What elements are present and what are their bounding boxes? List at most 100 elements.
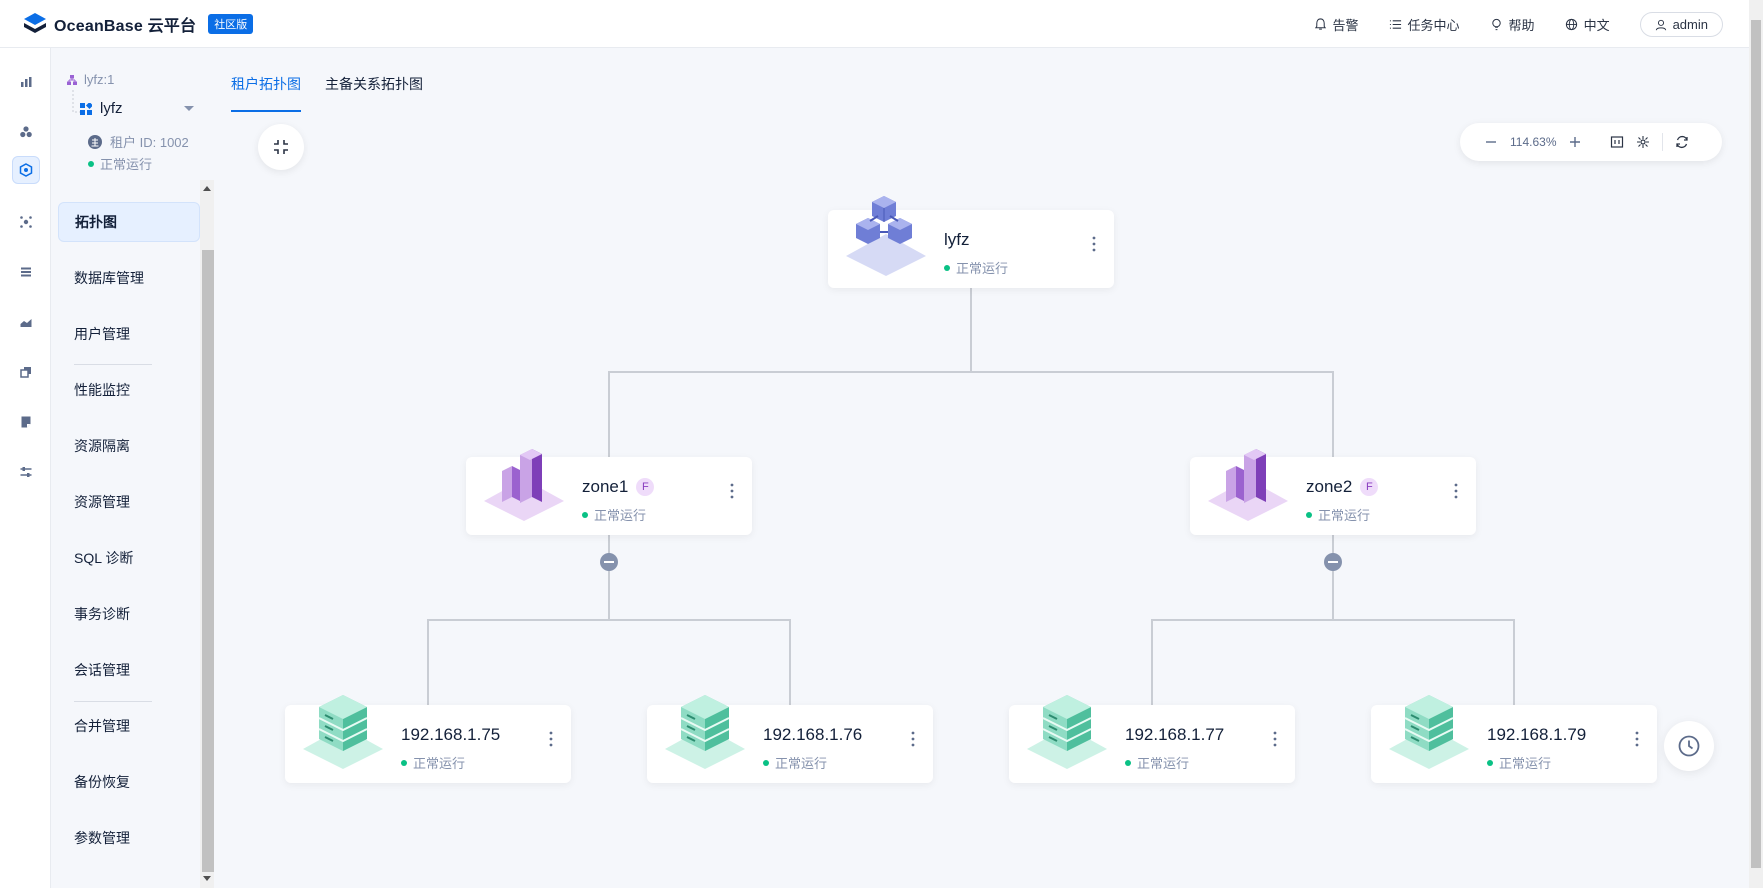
server-stack-icon [665, 695, 745, 769]
help-link[interactable]: 帮助 [1490, 15, 1535, 34]
sidebar-scroll-thumb[interactable] [202, 250, 214, 872]
clock-icon [1678, 735, 1700, 757]
more-vertical-icon[interactable] [1273, 731, 1277, 747]
tab-standby-topology[interactable]: 主备关系拓扑图 [325, 76, 423, 92]
menu-item-sessions[interactable]: 会话管理 [74, 662, 130, 678]
edge [970, 288, 972, 372]
toolbar-divider [1662, 133, 1664, 151]
user-menu[interactable]: admin [1639, 12, 1723, 37]
more-vertical-icon[interactable] [730, 483, 734, 499]
zoom-in-icon[interactable] [1568, 135, 1582, 149]
more-vertical-icon[interactable] [1454, 483, 1458, 499]
chevron-down-icon [184, 106, 194, 111]
tenant-cubes-icon [846, 196, 926, 276]
edge [789, 619, 791, 705]
status-dot [1125, 759, 1131, 766]
hosts-nav[interactable] [12, 208, 40, 236]
more-vertical-icon[interactable] [549, 731, 553, 747]
tenant-icon [19, 163, 33, 177]
menu-item-parameters[interactable]: 参数管理 [74, 830, 130, 846]
task-center-link[interactable]: 任务中心 [1389, 15, 1460, 34]
brand-logo[interactable]: OceanBase 云平台 社区版 [22, 12, 254, 36]
packages-nav[interactable] [12, 258, 40, 286]
backup-nav[interactable] [12, 358, 40, 386]
zoom-out-icon[interactable] [1484, 135, 1498, 149]
tenant-breadcrumb[interactable]: lyfz:1 [66, 72, 114, 87]
tasks-label: 任务中心 [1407, 18, 1460, 33]
alerts-label: 告警 [1332, 18, 1359, 33]
server-stack-icon [1389, 695, 1469, 769]
tenant-nav[interactable] [12, 156, 40, 184]
monitor-icon [20, 319, 32, 327]
collapse-zone1-button[interactable] [600, 553, 618, 571]
server-ip: 192.168.1.75 [401, 725, 501, 744]
more-vertical-icon[interactable] [1635, 731, 1639, 747]
menu-item-compaction[interactable]: 合并管理 [74, 718, 130, 734]
zone-status: 正常运行 [594, 508, 647, 523]
tenant-id-label: 租户 ID: 1002 [110, 135, 189, 150]
report-nav[interactable] [12, 408, 40, 436]
menu-item-sql-diagnosis[interactable]: SQL 诊断 [74, 550, 134, 566]
server-status: 正常运行 [775, 756, 828, 771]
fullscreen-button[interactable] [258, 124, 304, 170]
server-node[interactable]: 192.168.1.77 正常运行 [1009, 695, 1295, 783]
sliders-icon [20, 467, 32, 477]
menu-item-performance[interactable]: 性能监控 [74, 382, 130, 398]
globe-icon [1565, 18, 1577, 31]
status-dot [944, 264, 950, 271]
monitor-nav[interactable] [12, 308, 40, 336]
more-vertical-icon[interactable] [1092, 236, 1096, 252]
zone-status: 正常运行 [1318, 508, 1371, 523]
language-label: 中文 [1583, 18, 1610, 33]
tenant-name: lyfz [100, 100, 123, 117]
tenant-selector[interactable]: lyfz [80, 100, 194, 117]
expand-icon [274, 140, 288, 154]
menu-item-resources[interactable]: 资源管理 [74, 494, 130, 510]
edge [1332, 371, 1334, 457]
server-node[interactable]: 192.168.1.75 正常运行 [285, 695, 571, 783]
server-node[interactable]: 192.168.1.79 正常运行 [1371, 695, 1657, 783]
server-status: 正常运行 [1137, 756, 1190, 771]
primary-badge-icon [88, 134, 102, 149]
server-ip: 192.168.1.79 [1487, 725, 1587, 744]
auto-layout-icon[interactable] [1636, 135, 1650, 149]
server-node[interactable]: 192.168.1.76 正常运行 [647, 695, 933, 783]
server-ip: 192.168.1.77 [1125, 725, 1225, 744]
menu-divider [74, 701, 152, 702]
fit-view-icon[interactable] [1610, 135, 1624, 149]
history-button[interactable] [1664, 721, 1714, 771]
language-switch[interactable]: 中文 [1565, 15, 1610, 34]
zone-type-badge: F [1360, 478, 1379, 496]
tab-tenant-topology[interactable]: 租户拓扑图 [231, 74, 301, 112]
menu-item-transaction-diagnosis[interactable]: 事务诊断 [74, 606, 130, 622]
menu-item-users[interactable]: 用户管理 [74, 326, 130, 342]
settings-nav[interactable] [12, 458, 40, 486]
more-vertical-icon[interactable] [911, 731, 915, 747]
tenant-id: 租户 ID: 1002 [88, 132, 189, 151]
menu-item-database[interactable]: 数据库管理 [74, 270, 144, 286]
menu-item-isolation[interactable]: 资源隔离 [74, 438, 130, 454]
cluster-nav[interactable] [12, 118, 40, 146]
tenant-node-status: 正常运行 [956, 261, 1009, 276]
overview-nav[interactable] [12, 68, 40, 96]
edge [1151, 619, 1515, 621]
tenant-node[interactable]: lyfz 正常运行 [828, 196, 1114, 288]
scroll-down-arrow-icon[interactable] [203, 876, 211, 881]
collapse-zone2-button[interactable] [1324, 553, 1342, 571]
server-stack-icon [1027, 695, 1107, 769]
menu-item-backup[interactable]: 备份恢复 [74, 774, 130, 790]
menu-item-topology[interactable]: 拓扑图 [58, 202, 200, 242]
copy-icon [20, 367, 31, 378]
scroll-up-arrow-icon[interactable] [203, 186, 211, 191]
tenant-node-name: lyfz [944, 230, 970, 249]
alerts-link[interactable]: 告警 [1314, 15, 1359, 34]
list-icon [21, 267, 31, 277]
refresh-icon[interactable] [1675, 135, 1689, 149]
page-scroll-thumb[interactable] [1751, 20, 1761, 868]
status-dot [1306, 511, 1312, 518]
edge [1151, 619, 1153, 705]
user-name: admin [1672, 17, 1708, 32]
brand-name: OceanBase 云平台 [54, 18, 197, 35]
